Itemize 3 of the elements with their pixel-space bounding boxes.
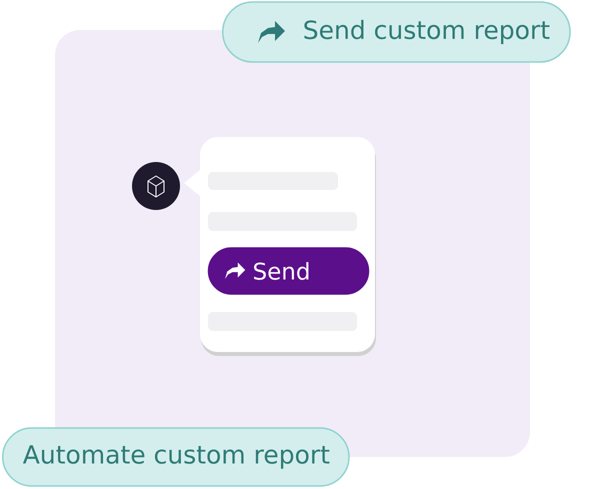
label-pill: Send custom report — [222, 1, 571, 63]
label-pill: Automate custom report — [2, 427, 350, 487]
send-button: Send — [208, 247, 370, 295]
